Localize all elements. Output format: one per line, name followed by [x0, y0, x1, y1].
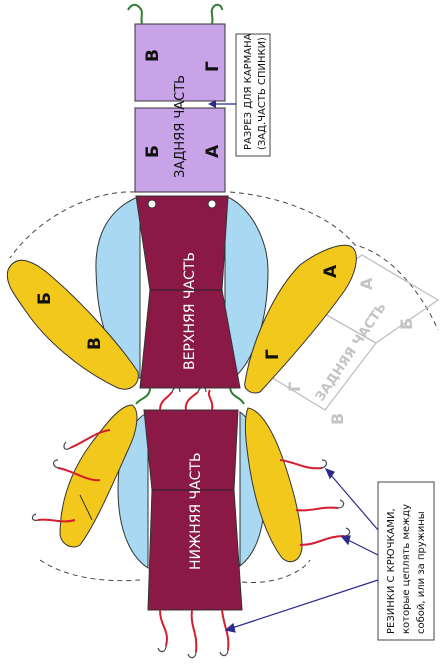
back-part-square-bottom — [134, 107, 226, 193]
ghost-letter-a: А — [357, 277, 376, 290]
wing-letter-v: В — [85, 337, 105, 350]
lower-part-label: НИЖНЯЯ ЧАСТЬ — [188, 452, 204, 570]
pocket-annotation-box — [235, 33, 271, 157]
back-part-label: ЗАДНЯЯ ЧАСТЬ — [173, 75, 188, 178]
ghost-letter-g: Г — [285, 382, 304, 392]
elastic-annotation-line1: РЕЗИНКИ С КРЮЧКАМИ, — [386, 508, 397, 634]
back-letter-a: А — [203, 144, 223, 158]
back-letter-b: Б — [143, 145, 163, 158]
elastic-annotation-arrows — [224, 467, 379, 633]
lower-dashed-outline — [39, 559, 311, 584]
ghost-letter-v: В — [328, 413, 347, 425]
pocket-annotation-arrowhead — [208, 100, 216, 108]
elastic-annotation-box — [377, 481, 435, 641]
hook-ends — [31, 386, 351, 659]
pocket-annotation: РАЗРЕЗ ДЛЯ КАРМАНА (ЗАД.ЧАСТЬ СПИНКИ) — [208, 33, 271, 157]
back-letter-g: Г — [203, 61, 223, 72]
elastic-annotation-line2: которые цеплять между — [401, 504, 412, 634]
upper-dashed-outline — [9, 191, 439, 331]
pocket-annotation-line1: РАЗРЕЗ ДЛЯ КАРМАНА — [243, 33, 254, 150]
upper-part-label: ВЕРХНЯЯ ЧАСТЬ — [182, 252, 198, 370]
pocket-annotation-line2: (ЗАД.ЧАСТЬ СПИНКИ) — [257, 37, 268, 150]
red-hooks — [37, 389, 345, 653]
back-letter-v: В — [143, 49, 163, 62]
upper-part-hole-right — [207, 199, 217, 209]
elastic-annotation-line3: собой, или за пружины — [416, 511, 427, 634]
wing-upper-left — [6, 260, 139, 390]
wing-lower-left — [59, 404, 138, 548]
ghost-letter-b: Б — [397, 318, 416, 330]
wing-lower-right — [244, 407, 303, 563]
wing-letter-b: Б — [35, 292, 55, 305]
wing-lower-left-seam — [79, 494, 93, 521]
wing-letter-g: Г — [263, 349, 283, 360]
wing-letter-a: А — [321, 264, 341, 278]
green-hooks — [127, 3, 245, 405]
elastic-annotation: РЕЗИНКИ С КРЮЧКАМИ, которые цеплять межд… — [224, 467, 435, 641]
wing-upper-right — [244, 244, 357, 394]
back-part-square-top — [134, 23, 226, 102]
upper-part-hole-left — [147, 199, 157, 209]
